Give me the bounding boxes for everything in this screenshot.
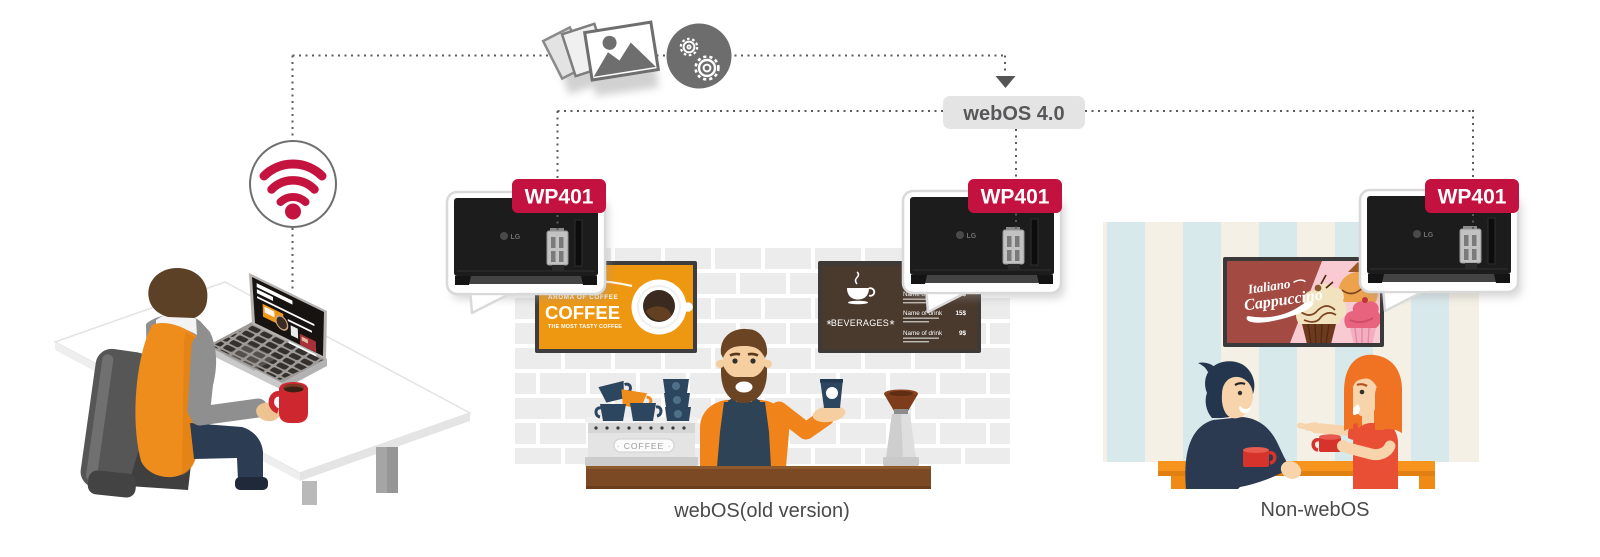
- svg-text:9$: 9$: [959, 330, 967, 337]
- svg-text:webOS 4.0: webOS 4.0: [962, 103, 1064, 125]
- svg-text:THE MOST TASTY COFFEE: THE MOST TASTY COFFEE: [548, 324, 622, 330]
- svg-text:Non-webOS: Non-webOS: [1261, 499, 1370, 521]
- svg-text:WP401: WP401: [525, 186, 594, 209]
- svg-text:BEVERAGES: BEVERAGES: [831, 318, 889, 328]
- svg-text:Name of drink: Name of drink: [903, 330, 943, 337]
- svg-text:Italiano: Italiano: [1246, 276, 1292, 297]
- svg-text:*: *: [889, 317, 894, 332]
- svg-text:*: *: [826, 317, 831, 332]
- svg-text:Name of drink: Name of drink: [903, 310, 943, 317]
- svg-text:· COFFEE ·: · COFFEE ·: [617, 441, 672, 451]
- svg-text:15$: 15$: [955, 310, 966, 317]
- svg-text:COFFEE: COFFEE: [545, 302, 620, 323]
- svg-text:WP401: WP401: [981, 186, 1050, 209]
- svg-text:WP401: WP401: [1438, 186, 1507, 209]
- svg-text:webOS(old version): webOS(old version): [673, 500, 850, 522]
